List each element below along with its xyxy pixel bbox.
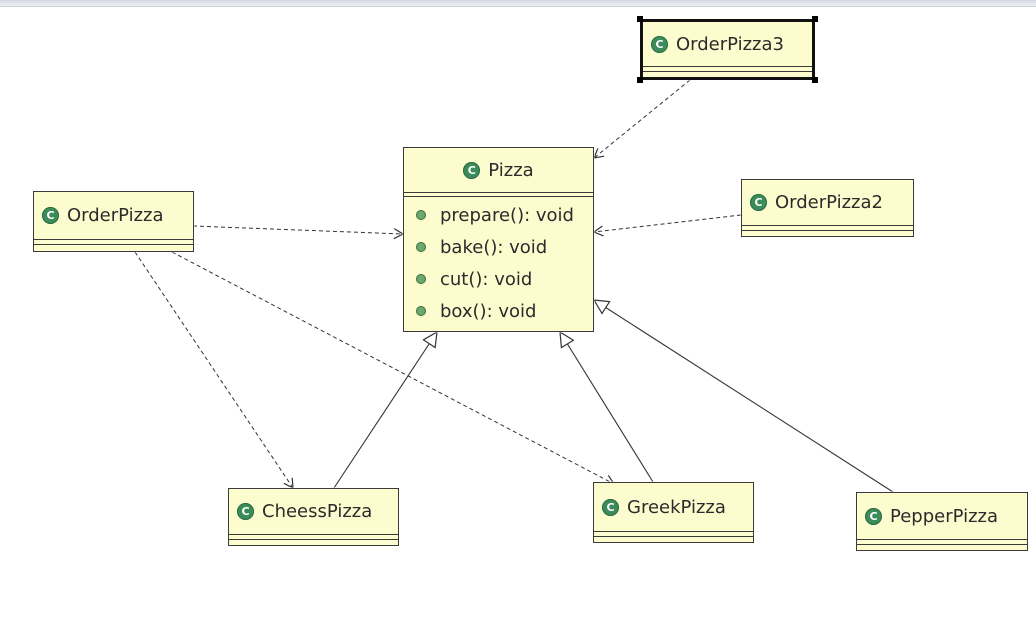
operation-prepare[interactable]: prepare(): void <box>404 199 593 231</box>
class-header: C OrderPizza3 <box>643 22 812 66</box>
class-icon: C <box>602 498 619 516</box>
dependency-orderpizza-cheesspizza[interactable] <box>134 251 294 490</box>
public-method-icon <box>416 210 426 220</box>
divider <box>742 225 913 226</box>
divider <box>594 531 753 532</box>
class-name: OrderPizza <box>67 205 164 226</box>
class-pizza[interactable]: C Pizza prepare(): void bake(): void cut… <box>403 147 594 332</box>
class-icon: C <box>463 161 481 179</box>
operation-box[interactable]: box(): void <box>404 295 593 327</box>
selection-handle-bottom-left[interactable] <box>637 77 643 83</box>
divider <box>229 534 398 535</box>
class-header: C CheessPizza <box>229 489 398 534</box>
window-top-bar <box>0 0 1036 7</box>
class-icon: C <box>237 503 254 520</box>
class-name: CheessPizza <box>262 501 373 522</box>
class-greekpizza[interactable]: C GreekPizza <box>593 482 754 543</box>
generalization-cheesspizza-pizza[interactable] <box>333 330 438 489</box>
class-name: OrderPizza3 <box>676 33 784 55</box>
generalization-pepperpizza-pizza[interactable] <box>592 299 894 493</box>
class-name: Pizza <box>488 159 534 181</box>
dependency-orderpizza3-pizza[interactable] <box>593 79 691 159</box>
class-icon: C <box>750 194 767 211</box>
divider <box>857 544 1027 545</box>
divider <box>594 536 753 537</box>
divider <box>857 539 1027 540</box>
generalization-greekpizza-pizza[interactable] <box>559 330 654 483</box>
class-name: GreekPizza <box>627 496 726 518</box>
class-orderpizza3[interactable]: C OrderPizza3 <box>640 19 815 80</box>
operation-bake[interactable]: bake(): void <box>404 231 593 263</box>
class-icon: C <box>42 207 59 224</box>
divider <box>229 539 398 540</box>
operation-label: prepare(): void <box>440 204 574 226</box>
class-header: C PepperPizza <box>857 493 1027 539</box>
operation-label: box(): void <box>440 300 537 322</box>
divider <box>404 196 593 197</box>
public-method-icon <box>416 306 426 316</box>
class-header: C Pizza <box>404 148 593 192</box>
class-pepperpizza[interactable]: C PepperPizza <box>856 492 1028 551</box>
divider <box>34 239 193 240</box>
operation-cut[interactable]: cut(): void <box>404 263 593 295</box>
class-cheesspizza[interactable]: C CheessPizza <box>228 488 399 546</box>
selection-handle-top-right[interactable] <box>812 16 818 22</box>
dependency-orderpizza2-pizza[interactable] <box>592 214 742 237</box>
class-orderpizza2[interactable]: C OrderPizza2 <box>741 179 914 237</box>
divider <box>404 192 593 193</box>
class-icon: C <box>865 507 882 525</box>
operation-label: bake(): void <box>440 236 548 258</box>
class-header: C OrderPizza <box>34 192 193 239</box>
divider <box>742 230 913 231</box>
class-icon: C <box>651 35 668 53</box>
class-name: PepperPizza <box>890 505 998 527</box>
selection-handle-top-left[interactable] <box>637 16 643 22</box>
dependency-orderpizza-greekpizza[interactable] <box>171 251 616 485</box>
divider <box>643 71 812 72</box>
dependency-orderpizza-pizza[interactable] <box>192 225 405 240</box>
class-header: C OrderPizza2 <box>742 180 913 225</box>
public-method-icon <box>416 242 426 252</box>
operations-compartment: prepare(): void bake(): void cut(): void… <box>404 197 593 331</box>
public-method-icon <box>416 274 426 284</box>
selection-handle-bottom-right[interactable] <box>812 77 818 83</box>
operation-label: cut(): void <box>440 268 533 290</box>
divider <box>34 244 193 245</box>
class-name: OrderPizza2 <box>775 192 883 213</box>
class-header: C GreekPizza <box>594 483 753 531</box>
class-orderpizza[interactable]: C OrderPizza <box>33 191 194 252</box>
divider <box>643 66 812 67</box>
